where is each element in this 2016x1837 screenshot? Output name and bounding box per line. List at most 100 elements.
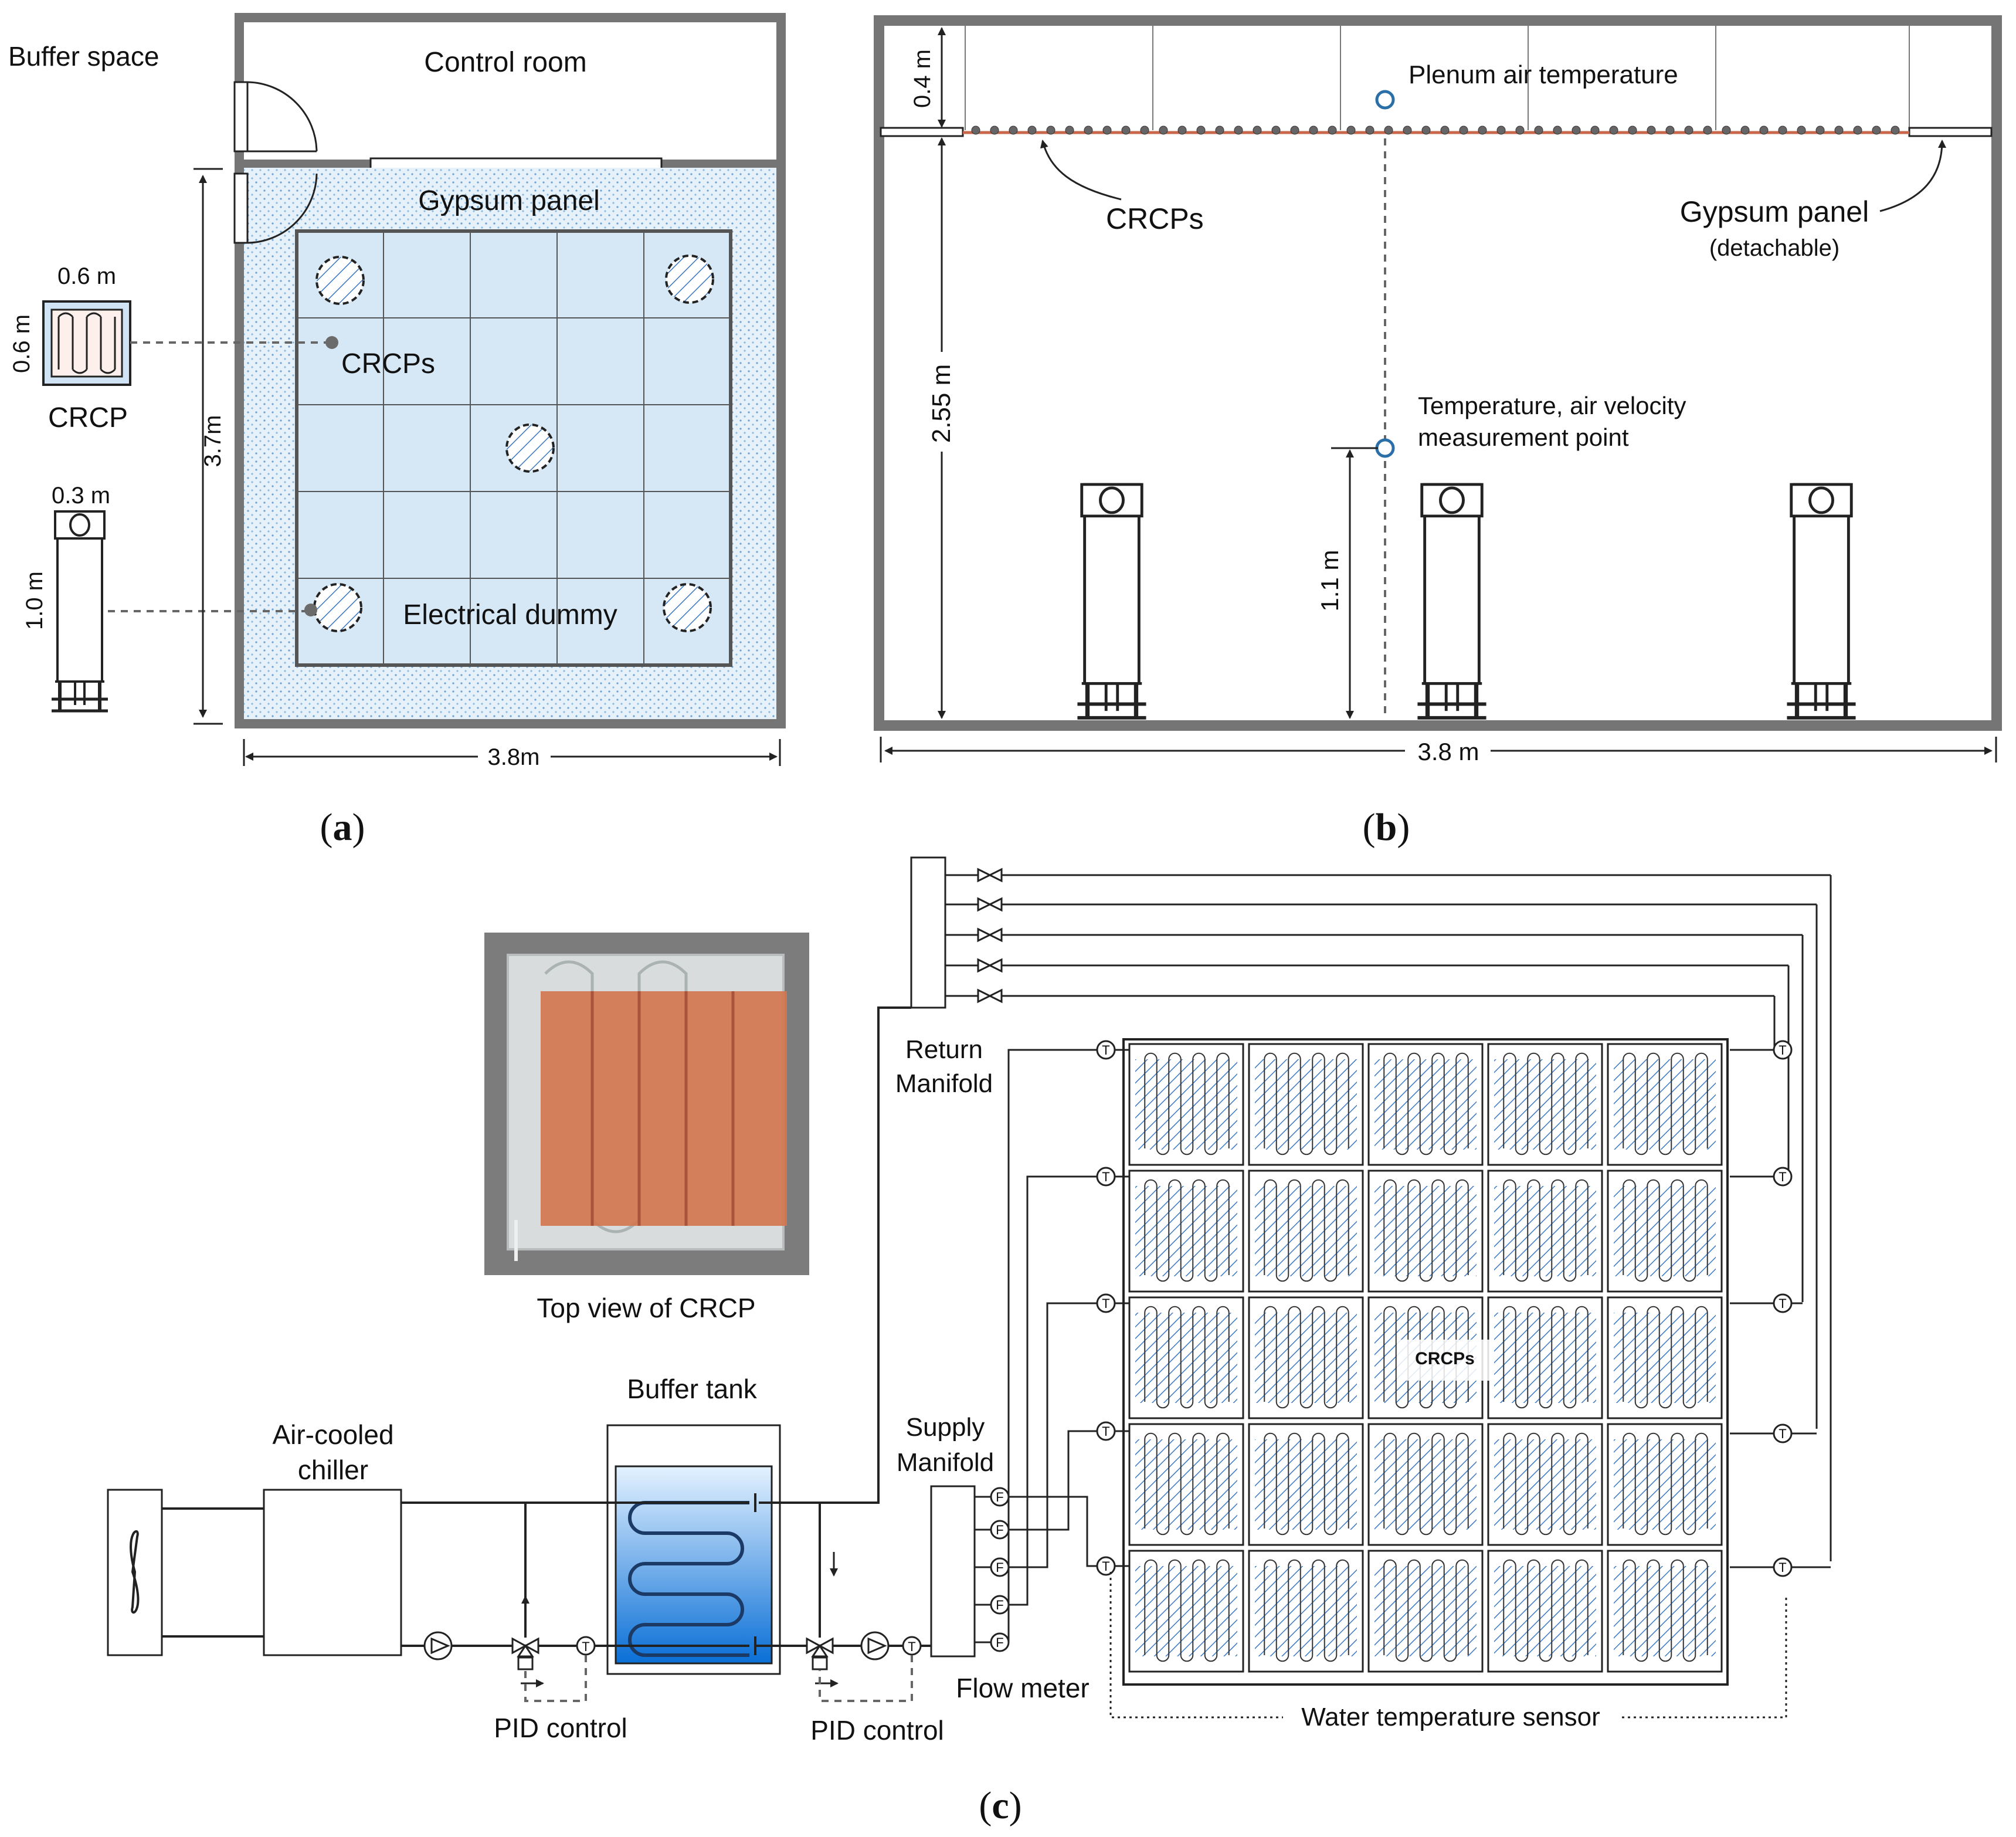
- crcp-tube: [1290, 126, 1299, 135]
- crcp-tube: [1496, 126, 1506, 135]
- photo-caption: Top view of CRCP: [537, 1293, 755, 1323]
- supply-manifold: [930, 1485, 976, 1658]
- door-top: [233, 81, 318, 152]
- return-manifold: [910, 856, 946, 1009]
- temp-sensor-inlet: T: [1096, 1421, 1129, 1441]
- svg-text:F: F: [996, 1490, 1003, 1504]
- temp-sensor-outlet: T: [1730, 1557, 1831, 1577]
- crcp-pointer-dot: [325, 336, 338, 349]
- crcp-tube: [1234, 126, 1243, 135]
- chiller-label-1: Air-cooled: [272, 1419, 393, 1450]
- flow-meter-label: Flow meter: [956, 1673, 1089, 1703]
- crcp-array: [1128, 1043, 1723, 1673]
- crcp-panel: [1487, 1423, 1603, 1546]
- dummy-icon: [52, 511, 108, 711]
- temp-sensor-outlet: T: [1730, 1423, 1817, 1443]
- crcp-tube: [1102, 126, 1112, 135]
- flow-meter-icon: F: [975, 1487, 1010, 1507]
- return-pipes: T T T T T: [945, 867, 1832, 1577]
- svg-text:T: T: [1102, 1424, 1109, 1439]
- crcp-panel: [1248, 1043, 1364, 1166]
- crcp-tube: [1703, 126, 1712, 135]
- crcp-tube: [1271, 126, 1281, 135]
- crcp-tube: [1628, 126, 1637, 135]
- dummy-circle: [663, 583, 712, 632]
- pid-control-label-2: PID control: [810, 1715, 944, 1746]
- wall-bottom: [235, 719, 786, 728]
- valve-icon: [977, 927, 1003, 943]
- crcp-tube: [1121, 126, 1131, 135]
- crcp-tube: [1815, 126, 1825, 135]
- crcp-panel: [1128, 1423, 1244, 1546]
- crcp-tube: [1215, 126, 1224, 135]
- crcp-panel: [1607, 1550, 1723, 1673]
- svg-text:T: T: [1779, 1043, 1786, 1058]
- panel-a-floor-plan: Buffer space Control room Gypsum panel C…: [8, 13, 786, 849]
- gypsum-panel-right: [1908, 127, 1993, 137]
- crcp-panel: [1367, 1423, 1484, 1546]
- section-wall-bottom: [874, 720, 2002, 731]
- section-wall-left: [874, 15, 884, 731]
- crcp-panel: [1607, 1296, 1723, 1419]
- temp-sensor-chiller: [576, 1636, 596, 1656]
- crcp-tube: [1403, 126, 1412, 135]
- door-bottom: [233, 172, 318, 244]
- crcp-tube: [1478, 126, 1487, 135]
- crcp-tube: [1253, 126, 1262, 135]
- crcp-panel: [1128, 1296, 1244, 1419]
- temp-sensor-outlet: T: [1730, 1040, 1793, 1060]
- crcp-tube: [1421, 126, 1431, 135]
- crcp-tube: [1384, 126, 1393, 135]
- crcp-width-label: 0.6 m: [57, 263, 116, 289]
- crcp-tube: [1647, 126, 1656, 135]
- wall-right: [776, 13, 786, 727]
- gypsum-panel-label: Gypsum panel: [418, 185, 600, 216]
- crcp-tube: [1797, 126, 1806, 135]
- panel-b-section-view: Plenum air temperature 0.4 m 2.55 m CRCP…: [874, 15, 2002, 849]
- crcp-panel: [1128, 1170, 1244, 1293]
- crcps-label: CRCPs: [341, 348, 435, 379]
- room-height-label: 2.55 m: [927, 364, 956, 443]
- svg-text:T: T: [1779, 1560, 1786, 1575]
- crcp-tube: [1853, 126, 1862, 135]
- svg-text:T: T: [1779, 1296, 1786, 1311]
- gypsum-panel-left: [880, 127, 964, 137]
- dummy-markers: [313, 255, 714, 632]
- tank-coil: [628, 1501, 749, 1657]
- dummy-side-1: [1077, 484, 1146, 718]
- dummy-side-3: [1787, 484, 1855, 718]
- crcp-tube: [1009, 126, 1018, 135]
- plenum-sensor: [1375, 90, 1395, 110]
- temp-sensor-supply: [902, 1636, 922, 1656]
- water-temperature-sensor-label: Water temperature sensor: [1301, 1703, 1600, 1731]
- dummy-circle: [505, 423, 555, 473]
- flow-meter-icon: F: [975, 1520, 1010, 1540]
- crcp-tube: [1872, 126, 1881, 135]
- crcp-panel: [1487, 1170, 1603, 1293]
- crcp-tube: [1759, 126, 1769, 135]
- crcp-panel: [1248, 1296, 1364, 1419]
- crcp-height-label: 0.6 m: [9, 314, 35, 373]
- plenum-height-label: 0.4 m: [909, 49, 935, 108]
- crcp-panel: [1248, 1170, 1364, 1293]
- crcp-tube: [1196, 126, 1206, 135]
- svg-text:F: F: [996, 1598, 1003, 1612]
- temp-sensor-inlet: T: [1096, 1293, 1129, 1313]
- svg-text:F: F: [996, 1523, 1003, 1537]
- crcp-panel: [1607, 1043, 1723, 1166]
- chiller-label-2: chiller: [298, 1455, 368, 1485]
- dummy-circle: [665, 255, 714, 304]
- crcp-panel: [1128, 1550, 1244, 1673]
- dummy-pointer-dot: [304, 604, 317, 616]
- crcp-tube: [1328, 126, 1337, 135]
- crcp-tube: [1515, 126, 1525, 135]
- svg-text:F: F: [996, 1560, 1003, 1575]
- svg-text:T: T: [1102, 1043, 1109, 1058]
- crcp-panel: [1248, 1423, 1364, 1546]
- crcp-tube: [1684, 126, 1693, 135]
- valve-icon: [977, 988, 1003, 1004]
- buffer-tank-label: Buffer tank: [627, 1374, 758, 1404]
